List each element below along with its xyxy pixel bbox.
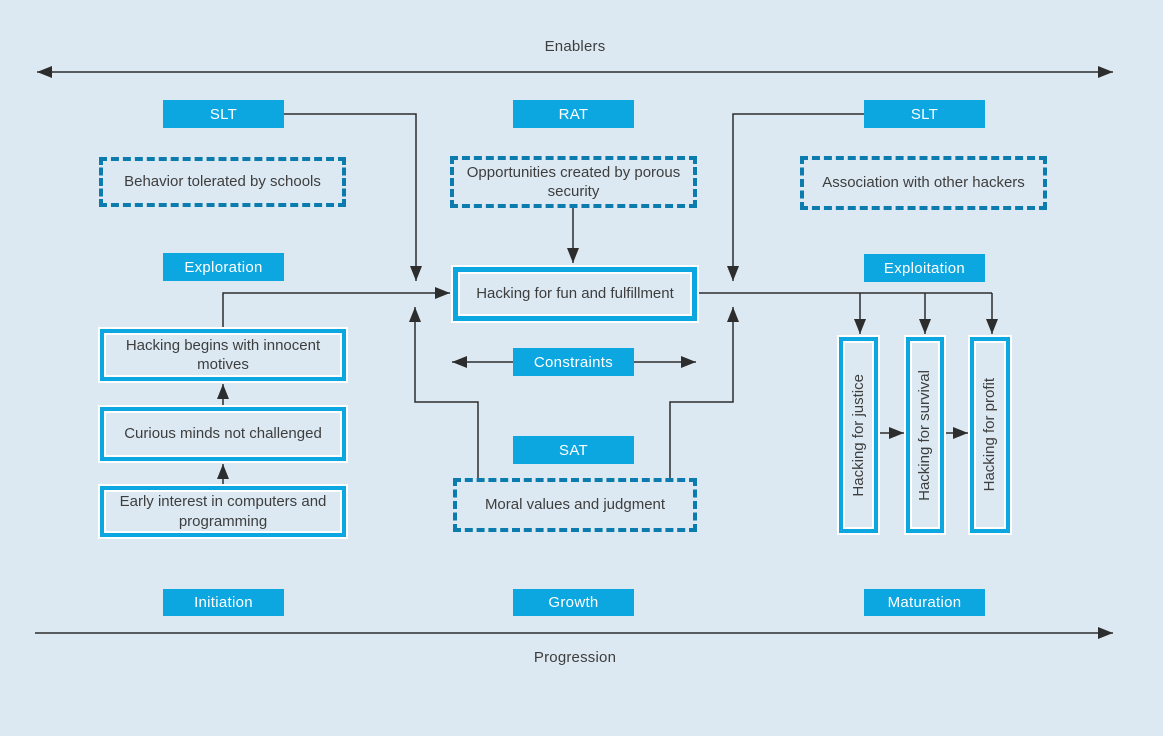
chip-exploitation: Exploitation	[864, 254, 985, 282]
enablers-axis-label: Enablers	[544, 38, 606, 55]
chip-sat: SAT	[513, 436, 634, 464]
chip-growth: Growth	[513, 589, 634, 616]
constraint-box-label: Moral values and judgment	[484, 496, 666, 514]
chip-maturation: Maturation	[864, 589, 985, 616]
chip-slt-left: SLT	[163, 100, 284, 128]
progression-axis-label: Progression	[533, 649, 617, 666]
core-box-hacking-for-fun: Hacking for fun and fulfillment	[453, 267, 697, 321]
enabler-box-other-hackers-label: Association with other hackers	[822, 174, 1025, 192]
enabler-box-schools: Behavior tolerated by schools	[99, 157, 346, 207]
outcome-box-survival-label: Hacking for survival	[916, 369, 934, 501]
arrow-origin-to-core	[222, 287, 450, 329]
origin-box-early-interest: Early interest in computers and programm…	[100, 486, 346, 537]
chip-constraints: Constraints	[513, 348, 634, 376]
enabler-box-other-hackers: Association with other hackers	[800, 156, 1047, 210]
arrow-moral-values-left-up	[409, 307, 479, 478]
outcome-box-profit-label: Hacking for profit	[981, 378, 999, 492]
outcome-box-profit: Hacking for profit	[970, 337, 1010, 533]
origin-box-hacking-begins: Hacking begins with innocent motives	[100, 329, 346, 381]
chip-exploration: Exploration	[163, 253, 284, 281]
outcome-box-justice-label: Hacking for justice	[849, 373, 867, 497]
enabler-box-porous-security-label: Opportunities created by porous security	[466, 163, 681, 201]
enabler-box-schools-label: Behavior tolerated by schools	[124, 173, 321, 191]
origin-box-hacking-begins-label: Hacking begins with innocent motives	[125, 336, 321, 374]
outcome-box-justice: Hacking for justice	[839, 337, 878, 533]
chip-initiation: Initiation	[163, 589, 284, 616]
core-box-label: Hacking for fun and fulfillment	[476, 285, 674, 303]
origin-box-curious-minds-label: Curious minds not challenged	[124, 425, 322, 443]
enabler-box-porous-security: Opportunities created by porous security	[450, 156, 697, 208]
outcome-box-survival: Hacking for survival	[906, 337, 944, 533]
chip-slt-right: SLT	[864, 100, 985, 128]
arrow-moral-values-right-up	[669, 307, 739, 478]
constraint-box-moral-values: Moral values and judgment	[453, 478, 697, 532]
chip-rat: RAT	[513, 100, 634, 128]
origin-box-early-interest-label: Early interest in computers and programm…	[119, 493, 327, 530]
origin-box-curious-minds: Curious minds not challenged	[100, 407, 346, 461]
